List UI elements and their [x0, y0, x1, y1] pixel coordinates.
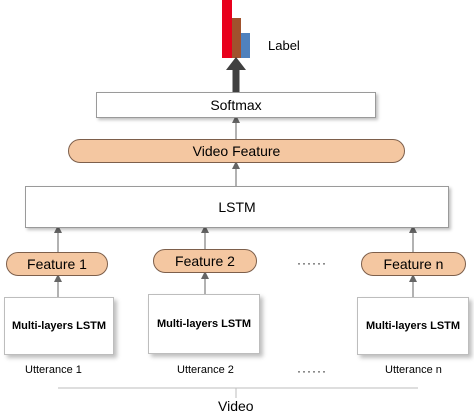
multi-lstm-1: Multi-layers LSTM	[4, 297, 114, 355]
multi-lstm-n-label: Multi-layers LSTM	[365, 320, 461, 332]
label-text: Label	[268, 38, 300, 53]
feature-n-node: Feature n	[361, 252, 466, 276]
utterance-n-label: Utterance n	[385, 364, 442, 376]
multi-lstm-n: Multi-layers LSTM	[357, 297, 469, 355]
feature-1-node: Feature 1	[6, 252, 108, 276]
utterance-2-label: Utterance 2	[177, 364, 234, 376]
softmax-layer: Softmax	[96, 92, 376, 118]
video-feature-node: Video Feature	[68, 139, 405, 163]
video-label: Video	[218, 398, 254, 414]
utterance-1-label: Utterance 1	[25, 364, 82, 376]
label-bar-chart-icon	[222, 0, 250, 58]
lstm-layer: LSTM	[25, 186, 449, 228]
multi-lstm-2-label: Multi-layers LSTM	[156, 318, 252, 330]
feature-1-label: Feature 1	[27, 256, 87, 272]
multi-lstm-1-label: Multi-layers LSTM	[11, 320, 107, 332]
feature-ellipsis: ······	[297, 256, 327, 270]
multi-lstm-2: Multi-layers LSTM	[148, 294, 260, 354]
softmax-label: Softmax	[210, 97, 262, 113]
lstm-label: LSTM	[218, 199, 256, 215]
feature-2-node: Feature 2	[153, 249, 257, 273]
feature-2-label: Feature 2	[175, 253, 235, 269]
utterance-ellipsis: ······	[297, 364, 327, 378]
feature-n-label: Feature n	[383, 256, 444, 272]
output-arrow	[226, 57, 246, 92]
video-feature-label: Video Feature	[192, 143, 281, 159]
